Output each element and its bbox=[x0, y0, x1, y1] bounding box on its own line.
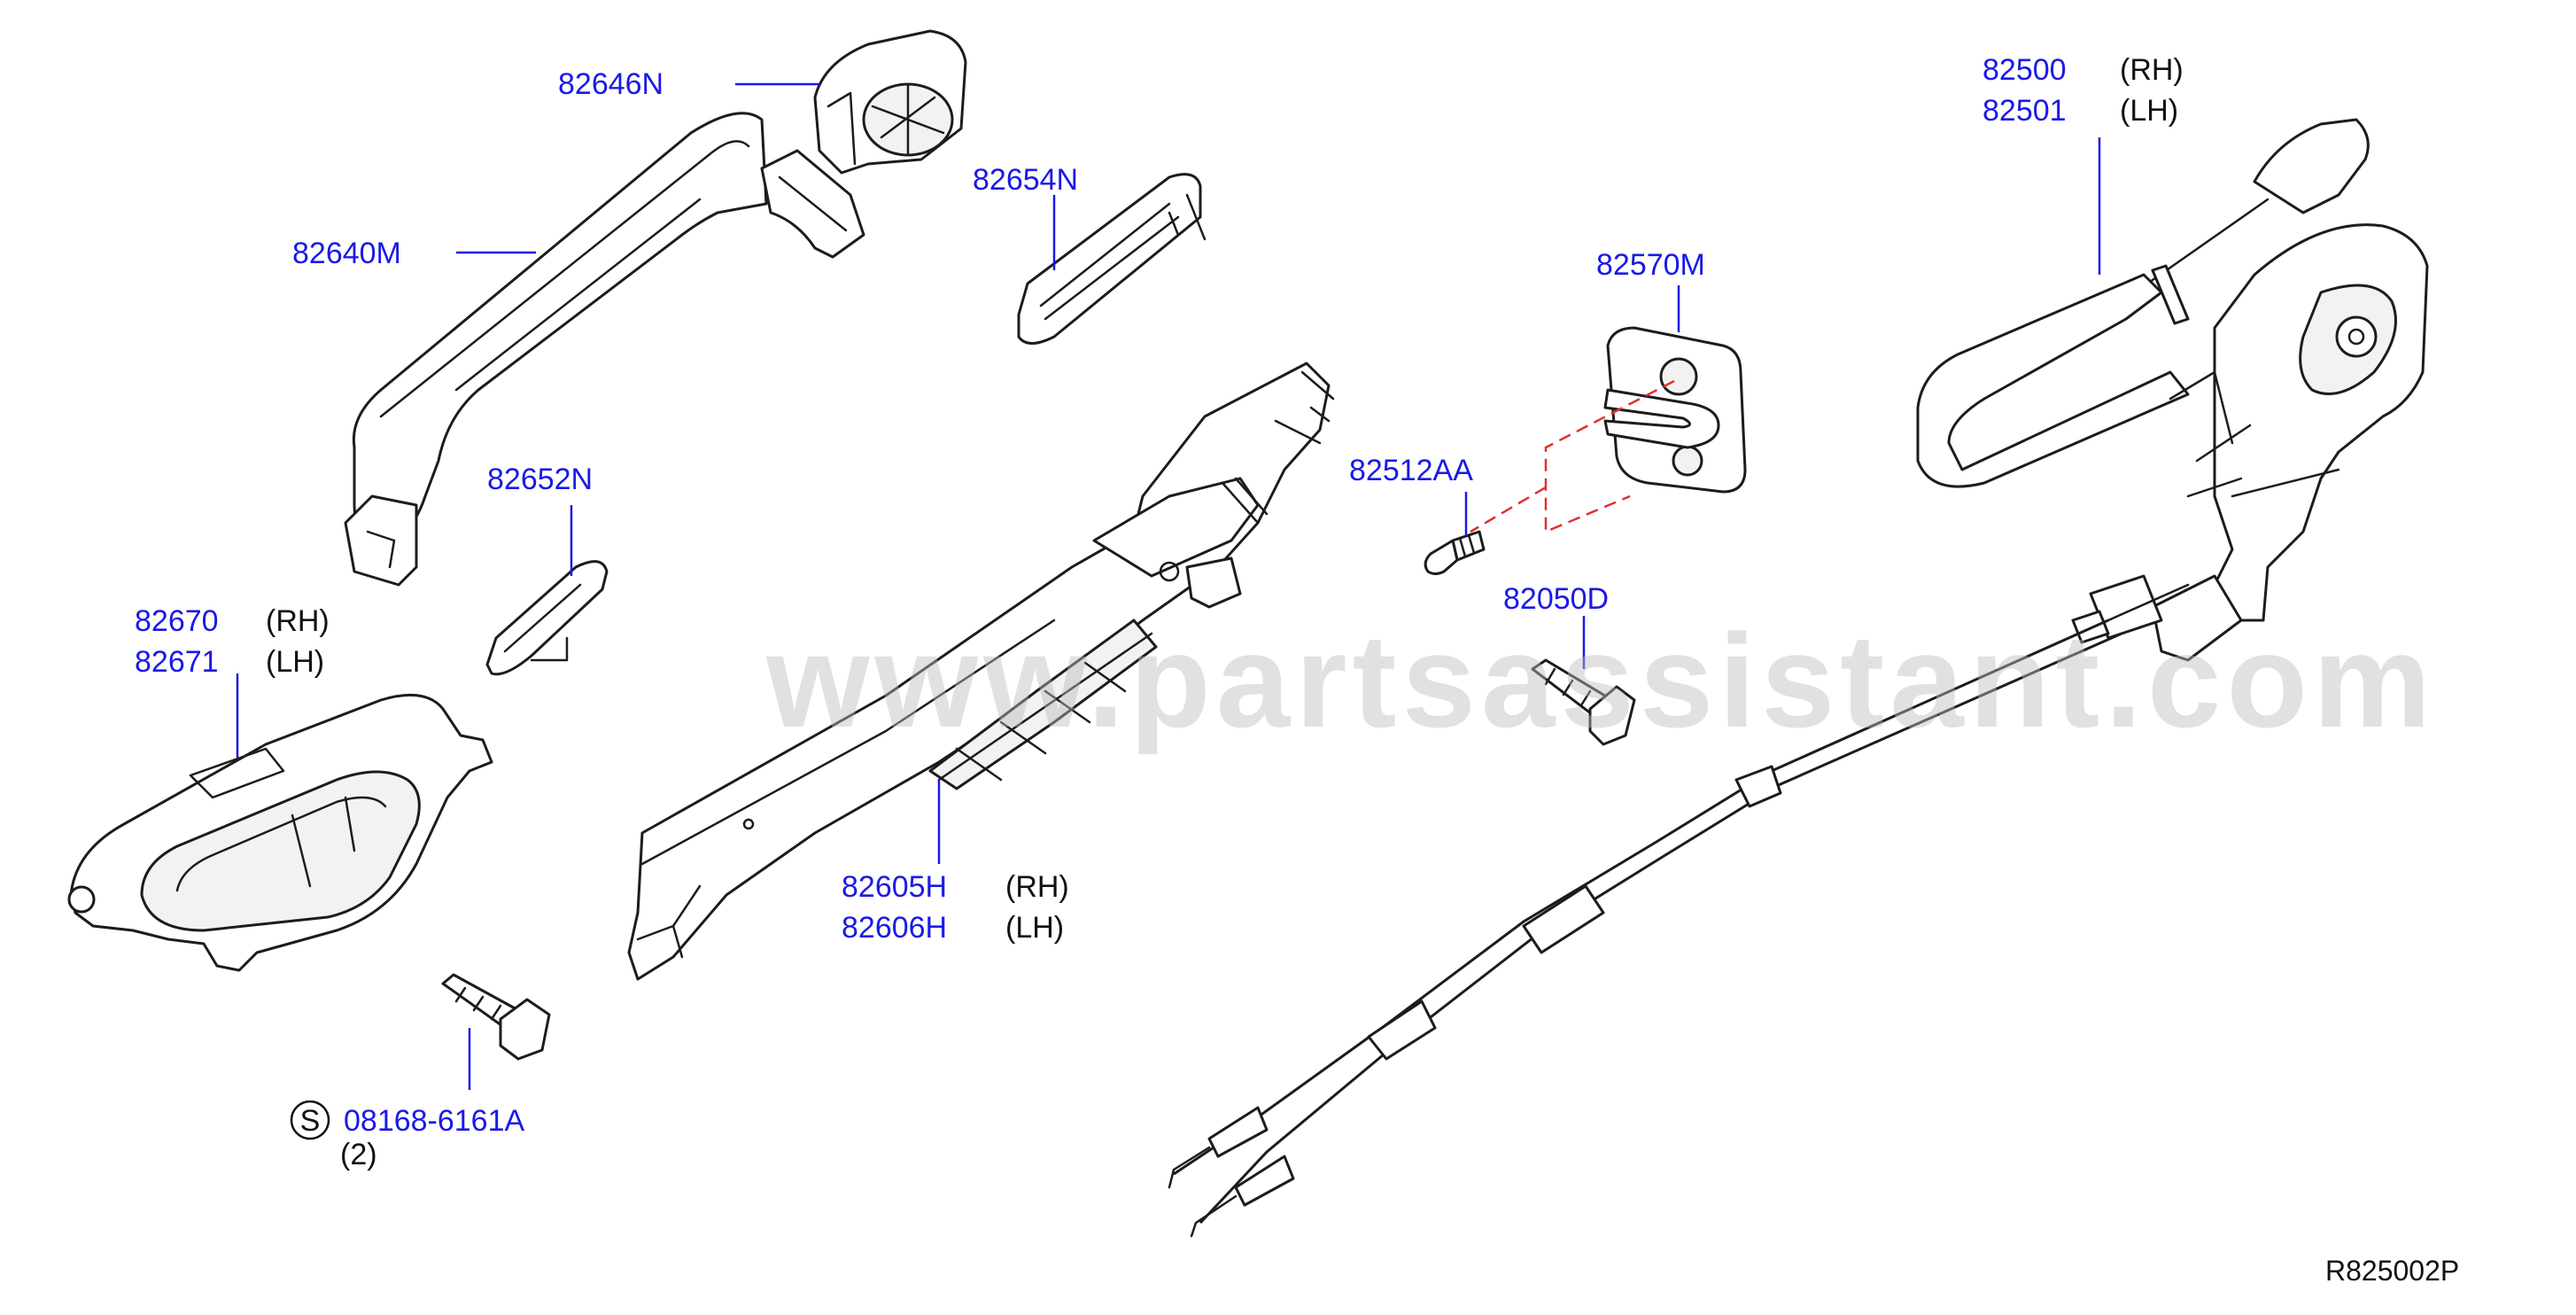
callout-82501[interactable]: 82501 bbox=[1982, 94, 2067, 128]
callout-82605H[interactable]: 82605H bbox=[842, 870, 947, 904]
callout-82670[interactable]: 82670 bbox=[135, 604, 219, 638]
service-part-symbol-letter: S bbox=[300, 1104, 321, 1138]
side-note-82605H: (RH) bbox=[1005, 870, 1069, 904]
outside-handle-part bbox=[344, 112, 865, 587]
lock-bolt-part bbox=[1531, 658, 1636, 746]
handle-frame-part bbox=[627, 362, 1335, 981]
striker-screw-part bbox=[1424, 530, 1486, 575]
callout-82570M[interactable]: 82570M bbox=[1596, 248, 1705, 282]
inside-handle-part bbox=[67, 693, 493, 972]
side-note-82671: (LH) bbox=[266, 645, 324, 679]
striker-part bbox=[1603, 326, 1747, 494]
callout-08168-6161A[interactable]: 08168-6161A bbox=[344, 1104, 525, 1138]
callout-82652N[interactable]: 82652N bbox=[487, 463, 593, 496]
quantity-note-08168-6161A: (2) bbox=[340, 1138, 377, 1171]
striker-assembly-lines bbox=[1470, 379, 1675, 533]
callout-82606H[interactable]: 82606H bbox=[842, 911, 947, 945]
callout-82654N[interactable]: 82654N bbox=[973, 163, 1078, 197]
callout-82512AA[interactable]: 82512AA bbox=[1349, 454, 1473, 487]
callout-82646N[interactable]: 82646N bbox=[558, 67, 663, 101]
side-note-82606H: (LH) bbox=[1005, 911, 1064, 945]
handle-cap-part bbox=[813, 29, 967, 175]
service-part-symbol bbox=[290, 1100, 330, 1140]
watermark: www.partsassistant.com bbox=[765, 606, 2436, 755]
callout-82500[interactable]: 82500 bbox=[1982, 53, 2067, 87]
side-note-82501: (LH) bbox=[2120, 94, 2178, 128]
callout-08168-6161A-group: S 08168-6161A (2) bbox=[290, 1100, 525, 1171]
side-note-82500: (RH) bbox=[2120, 53, 2184, 87]
handle-bolt-part bbox=[441, 973, 551, 1061]
callout-82640M[interactable]: 82640M bbox=[292, 237, 401, 270]
callout-82671[interactable]: 82671 bbox=[135, 645, 219, 679]
leader-lines bbox=[236, 82, 2101, 1090]
diagram-reference-code: R825002P bbox=[2325, 1255, 2459, 1287]
door-lock-actuator-part bbox=[1168, 118, 2429, 1238]
gasket-rear-part bbox=[1017, 173, 1207, 345]
side-note-82670: (RH) bbox=[266, 604, 330, 638]
gasket-front-part bbox=[485, 560, 609, 676]
callout-82050D[interactable]: 82050D bbox=[1503, 582, 1609, 616]
